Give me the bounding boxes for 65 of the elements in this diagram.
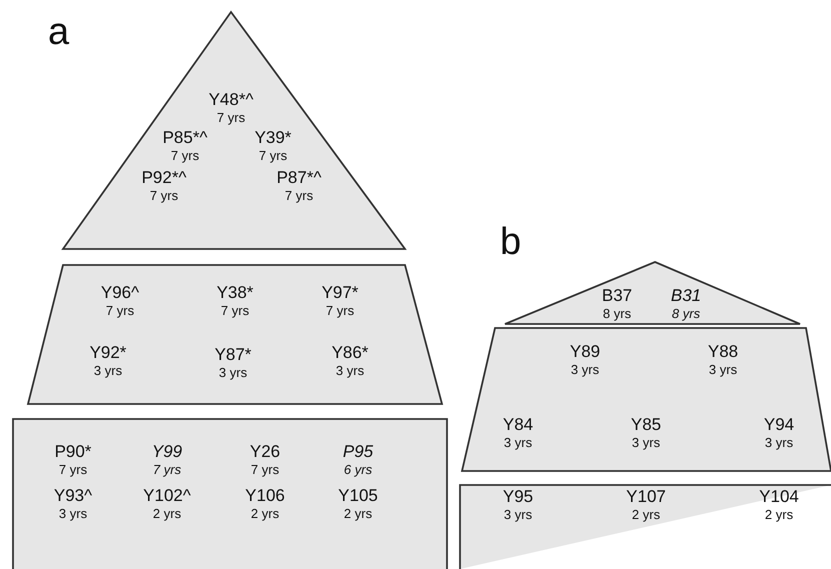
animal-id: Y92*: [90, 343, 126, 363]
age-label: 3 yrs: [218, 365, 248, 381]
animal-id: P95: [342, 442, 374, 462]
trapezoid-tier: [28, 265, 442, 404]
age-label: 7 yrs: [104, 303, 136, 319]
animal-id: Y87*: [214, 345, 252, 365]
animal-id: Y94: [764, 415, 794, 435]
age-label: 6 yrs: [342, 462, 374, 478]
animal-id: Y97*: [322, 283, 358, 303]
animal-id: Y102^: [143, 486, 191, 506]
age-label: 7 yrs: [58, 462, 88, 478]
age-label: 7 yrs: [170, 148, 200, 164]
age-label: 2 yrs: [764, 507, 794, 523]
triangle-tier: [505, 262, 800, 324]
age-label: 7 yrs: [284, 188, 314, 204]
age-label: 7 yrs: [324, 303, 356, 319]
animal-id: Y84: [502, 415, 534, 435]
animal-id: Y88: [708, 342, 738, 362]
age-label: 3 yrs: [502, 507, 534, 523]
animal-id: Y89: [570, 342, 600, 362]
animal-id: P87*^: [276, 168, 322, 188]
age-label: 2 yrs: [630, 507, 662, 523]
age-label: 8 yrs: [670, 306, 702, 322]
age-label: 7 yrs: [258, 148, 288, 164]
panel-letter: b: [500, 222, 522, 262]
animal-id: Y93^: [54, 486, 92, 506]
animal-id: Y105: [338, 486, 378, 506]
animal-id: P90*: [54, 442, 92, 462]
animal-id: Y99: [152, 442, 182, 462]
age-label: 2 yrs: [250, 506, 280, 522]
animal-id: Y39*: [254, 128, 292, 148]
age-label: 2 yrs: [342, 506, 374, 522]
age-label: 7 yrs: [220, 303, 250, 319]
animal-id: Y107: [626, 487, 666, 507]
age-label: 3 yrs: [334, 363, 366, 379]
age-label: 7 yrs: [148, 188, 180, 204]
panel-letter: a: [48, 12, 70, 52]
animal-id: Y104: [759, 487, 799, 507]
age-label: 3 yrs: [92, 363, 124, 379]
animal-id: P85*^: [162, 128, 208, 148]
age-label: 3 yrs: [58, 506, 88, 522]
animal-id: B37: [602, 286, 632, 306]
animal-id: Y48*^: [208, 90, 254, 110]
age-label: 3 yrs: [764, 435, 794, 451]
age-label: 7 yrs: [152, 462, 182, 478]
animal-id: Y26: [250, 442, 280, 462]
age-label: 8 yrs: [602, 306, 632, 322]
animal-id: Y95: [502, 487, 534, 507]
age-label: 2 yrs: [152, 506, 182, 522]
rectangle-tier: [460, 484, 831, 569]
age-label: 3 yrs: [708, 362, 738, 378]
age-label: 3 yrs: [630, 435, 662, 451]
rectangle-tier: [12, 418, 448, 569]
animal-id: Y38*: [216, 283, 254, 303]
age-label: 7 yrs: [216, 110, 246, 126]
animal-id: Y86*: [332, 343, 368, 363]
animal-id: Y85: [630, 415, 662, 435]
animal-id: Y96^: [100, 283, 140, 303]
animal-id: P92*^: [142, 168, 186, 188]
age-label: 3 yrs: [502, 435, 534, 451]
age-label: 7 yrs: [250, 462, 280, 478]
trapezoid-tier: [462, 328, 831, 471]
age-label: 3 yrs: [570, 362, 600, 378]
animal-id: Y106: [245, 486, 285, 506]
animal-id: B31: [670, 286, 702, 306]
